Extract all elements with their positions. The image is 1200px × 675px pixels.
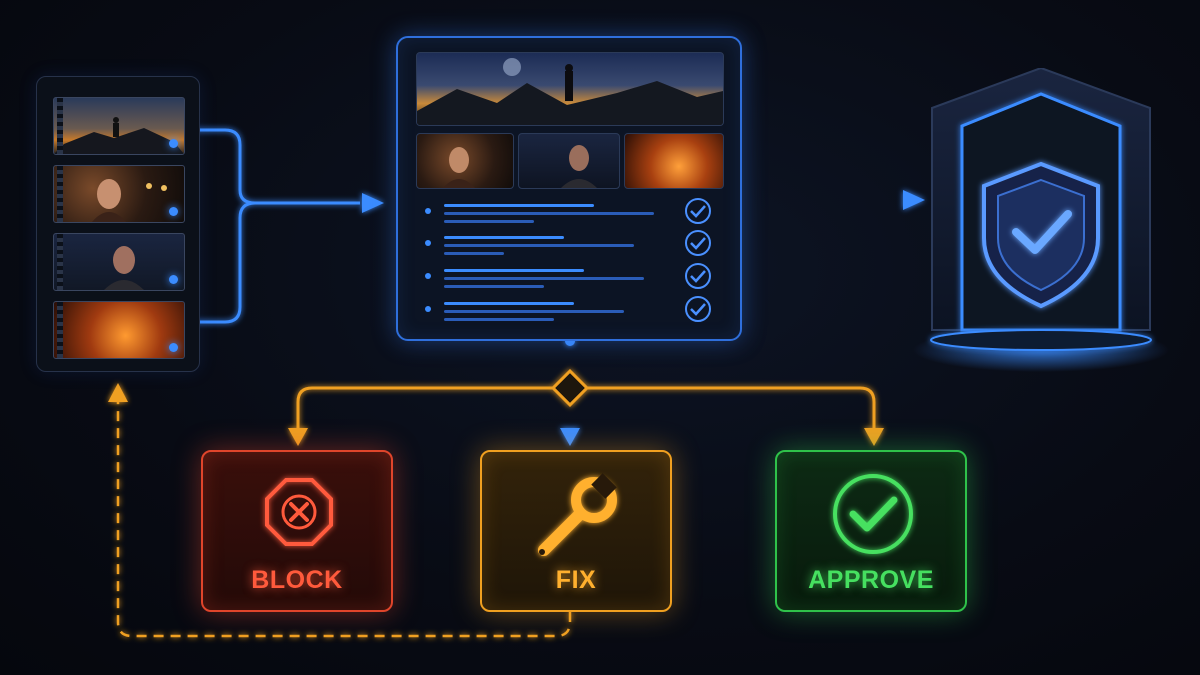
thumb-shot-1 xyxy=(416,133,514,189)
review-checklist xyxy=(425,198,711,322)
review-panel xyxy=(396,36,742,341)
film-frame-1 xyxy=(53,97,185,155)
checklist-item xyxy=(425,296,711,322)
approve-label: APPROVE xyxy=(808,566,934,594)
portrait-figure xyxy=(443,147,475,188)
checklist-item xyxy=(425,198,711,224)
portrait-figure xyxy=(104,246,144,290)
arrow-feedback-up xyxy=(108,383,128,402)
x-octagon-icon xyxy=(265,478,333,546)
approve-outcome[interactable]: APPROVE xyxy=(775,450,967,612)
diamond-decision-icon xyxy=(550,368,590,408)
portrait-figure xyxy=(561,145,597,188)
arrow-to-shield xyxy=(903,190,925,210)
film-perforation xyxy=(57,234,63,290)
wrench-icon xyxy=(538,473,617,556)
fix-outcome[interactable]: FIX xyxy=(480,450,672,612)
film-strip-icon xyxy=(36,76,200,372)
film-frame-2 xyxy=(53,165,185,223)
arrow-to-review xyxy=(362,193,384,213)
block-outcome[interactable]: BLOCK xyxy=(201,450,393,612)
arrow-to-approve xyxy=(864,428,884,446)
security-gate xyxy=(910,66,1172,378)
hero-shot xyxy=(416,52,724,126)
checklist-item xyxy=(425,263,711,289)
fix-label: FIX xyxy=(555,566,597,594)
film-to-review-connector xyxy=(178,128,360,324)
mountain-silhouette xyxy=(417,58,723,125)
shield-check-icon xyxy=(913,66,1169,372)
fix-feedback-loop xyxy=(116,400,572,638)
thumb-shot-3 xyxy=(624,133,724,189)
frame-status-dot xyxy=(169,343,178,352)
film-perforation xyxy=(57,98,63,154)
frame-status-dot xyxy=(169,275,178,284)
film-frame-4 xyxy=(53,301,185,359)
frame-status-dot xyxy=(169,139,178,148)
thumb-shot-2 xyxy=(518,133,620,189)
film-perforation xyxy=(57,166,63,222)
arrow-to-fix xyxy=(560,428,580,446)
frame-status-dot xyxy=(169,207,178,216)
check-circle-icon xyxy=(833,474,913,554)
decision-branches xyxy=(296,386,876,428)
silhouette-figure xyxy=(54,117,184,154)
block-label: BLOCK xyxy=(251,566,343,594)
checklist-item xyxy=(425,230,711,256)
portrait-figure xyxy=(92,179,167,222)
film-perforation xyxy=(57,302,63,358)
film-frame-3 xyxy=(53,233,185,291)
arrow-to-block xyxy=(288,428,308,446)
